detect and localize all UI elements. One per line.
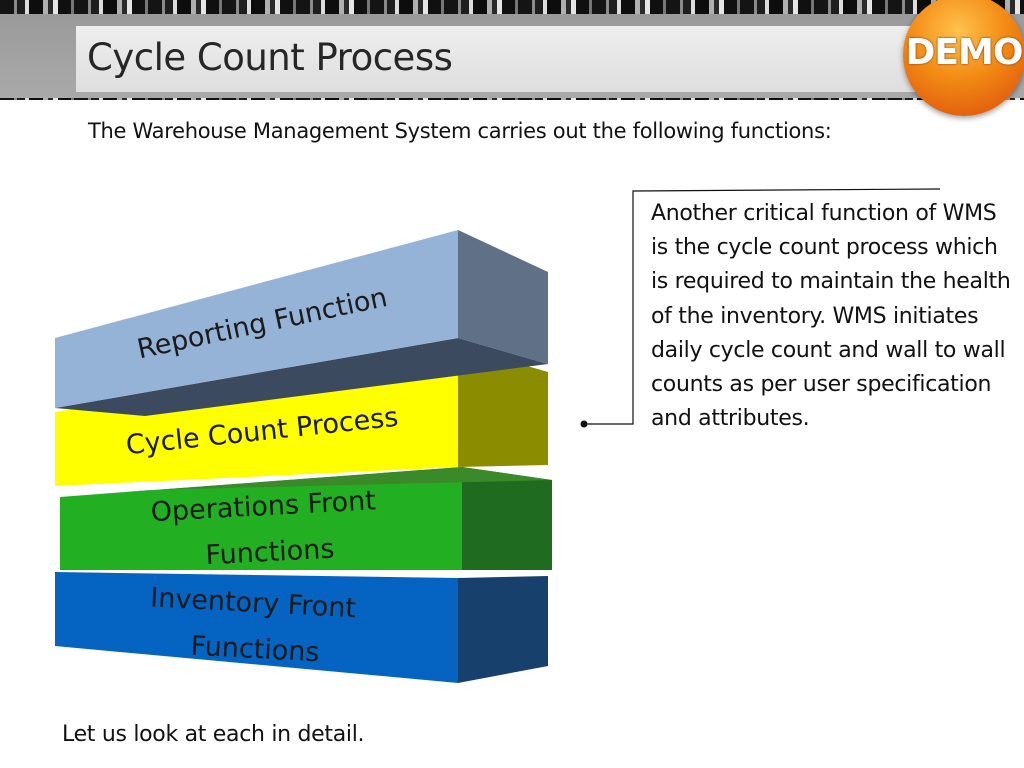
callout-connector — [580, 188, 941, 428]
demo-badge-label: DEMO — [905, 32, 1024, 73]
layer-operations-front-face — [60, 467, 462, 570]
layer-inventory-front-face — [55, 572, 458, 683]
layer-operations-front-top — [60, 467, 552, 497]
slide-title: Cycle Count Process — [87, 36, 453, 79]
layer-inventory-front-side — [458, 576, 548, 683]
layer-inventory-front: Inventory Front Functions — [55, 572, 548, 683]
callout-bracket-line — [584, 188, 941, 425]
demo-badge: DEMO — [903, 0, 1024, 116]
layer-reporting-underside — [55, 338, 548, 416]
layer-operations-front: Operations Front Functions — [60, 467, 552, 571]
title-box — [76, 26, 936, 92]
layer-reporting-side — [458, 230, 548, 364]
callout-text: Another critical function of WMS is the … — [651, 201, 1011, 432]
slide-subtitle: The Warehouse Management System carries … — [88, 119, 832, 143]
footer-text: Let us look at each in detail. — [62, 722, 365, 747]
layer-operations-front-side — [462, 467, 552, 570]
callout-bracket-dot — [580, 420, 588, 428]
layer-reporting-front-face — [55, 230, 458, 408]
layer-reporting: Reporting Function — [55, 230, 548, 416]
layer-cycle-count-side — [458, 346, 548, 467]
